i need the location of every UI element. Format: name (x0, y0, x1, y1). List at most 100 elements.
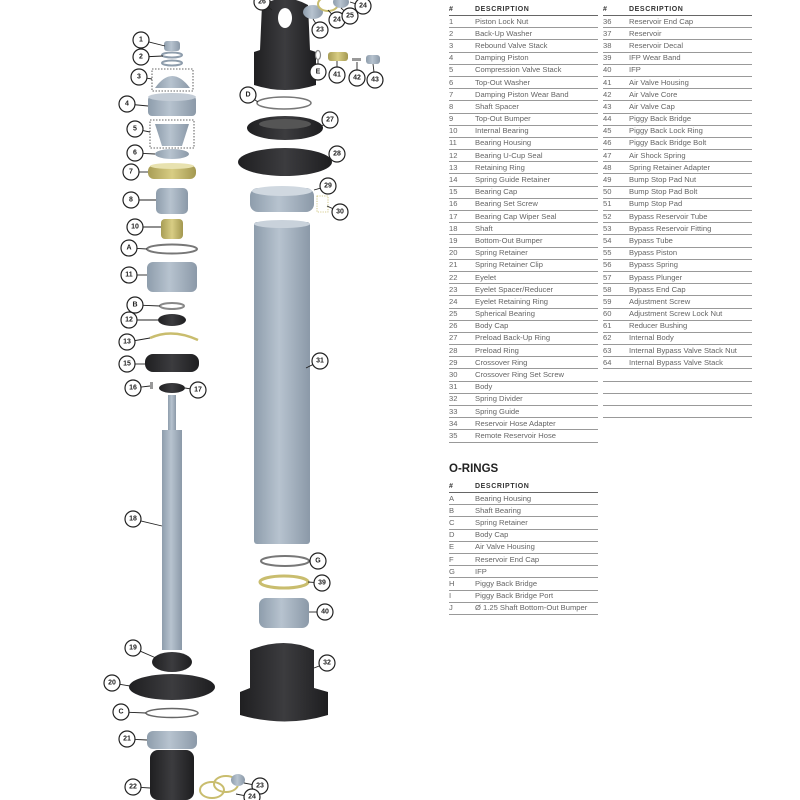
callout-circle (120, 239, 138, 257)
body-cap (254, 0, 316, 90)
part-description: Crossover Ring (475, 356, 598, 370)
part-number: 12 (449, 149, 475, 163)
callout-C: C (112, 703, 147, 721)
shaft-spacer (156, 188, 188, 214)
callout-circle (239, 86, 257, 104)
part-number: 39 (603, 52, 629, 65)
part-number: 5 (449, 64, 475, 77)
callout-label: 25 (346, 13, 354, 20)
callout-circle (319, 177, 337, 195)
part-number: 57 (603, 271, 629, 285)
part-number: B (449, 504, 475, 518)
part-description: Crossover Ring Set Screw (475, 368, 598, 382)
callout-label: 41 (333, 72, 341, 79)
callout-23: 23 (311, 18, 329, 39)
callout-label: B (132, 302, 137, 309)
part-number: 35 (449, 429, 475, 443)
callout-circle (311, 21, 329, 39)
part-number: 48 (603, 161, 629, 175)
part-description: Piggy Back Bridge Bolt (629, 137, 752, 151)
shaft-body (162, 430, 182, 650)
callout-circle (126, 296, 144, 314)
o-ring-g (260, 555, 310, 567)
callout-label: 3 (137, 74, 141, 81)
body (254, 222, 310, 544)
callout-29: 29 (313, 177, 337, 195)
callout-43: 43 (366, 63, 384, 89)
callout-circle (103, 674, 121, 692)
part-description: Bottom-Out Bumper (475, 234, 598, 248)
leader-line (140, 385, 151, 388)
callout-41: 41 (328, 61, 346, 84)
part-number (603, 405, 629, 419)
part-number: C (449, 516, 475, 530)
callout-2: 2 (132, 48, 164, 66)
eyelet-spacers-bottom (199, 774, 245, 799)
part-number: 24 (449, 295, 475, 309)
part-description: Bypass Piston (629, 247, 752, 260)
part-description: Internal Body (629, 332, 752, 346)
preload-back-up-ring-hole (259, 119, 311, 129)
callout-E: E (309, 60, 327, 81)
callout-circle (120, 266, 138, 284)
part-description: Ø 1.25 Shaft Bottom-Out Bumper (475, 602, 598, 615)
part-description: Reservoir (629, 27, 752, 41)
part-description: Piggy Back Bridge (629, 113, 752, 126)
part-description: Bypass Tube (629, 234, 752, 248)
part-number: G (449, 565, 475, 579)
part-description: Body (475, 381, 598, 394)
part-description: Piggy Back Bridge (475, 577, 598, 591)
callout-G: G (309, 552, 327, 570)
part-description: Reservoir Hose Adapter (475, 417, 598, 431)
callout-27: 27 (321, 111, 339, 129)
callout-22: 22 (124, 778, 151, 796)
callout-28: 28 (328, 145, 346, 163)
part-description: Piggy Back Bridge Port (475, 590, 598, 603)
callout-12: 12 (120, 311, 158, 329)
callout-label: 31 (316, 358, 324, 365)
callout-label: 22 (129, 784, 137, 791)
callout-32: 32 (313, 654, 336, 672)
spring-retainer-clip (147, 731, 197, 749)
callout-24: 24 (349, 0, 372, 15)
callout-label: 21 (123, 736, 131, 743)
part-number: 36 (603, 15, 629, 29)
part-number: 25 (449, 308, 475, 321)
callout-circle (354, 0, 372, 15)
leader-line (146, 77, 153, 80)
callout-circle (124, 510, 142, 528)
callout-10: 10 (126, 218, 161, 236)
callout-circle (321, 111, 339, 129)
callout-circle (130, 68, 148, 86)
o-ring-d (256, 96, 312, 110)
air-valve-core (352, 58, 361, 61)
part-description: Spring Divider (475, 393, 598, 407)
part-number (603, 393, 629, 407)
callout-circle (118, 333, 136, 351)
part-description: Back-Up Washer (475, 27, 598, 41)
callout-label: 43 (371, 77, 379, 84)
part-number: 7 (449, 88, 475, 102)
callout-13: 13 (118, 333, 151, 351)
internal-bearing (161, 219, 183, 239)
part-description: Piggy Back Lock Ring (629, 125, 752, 138)
